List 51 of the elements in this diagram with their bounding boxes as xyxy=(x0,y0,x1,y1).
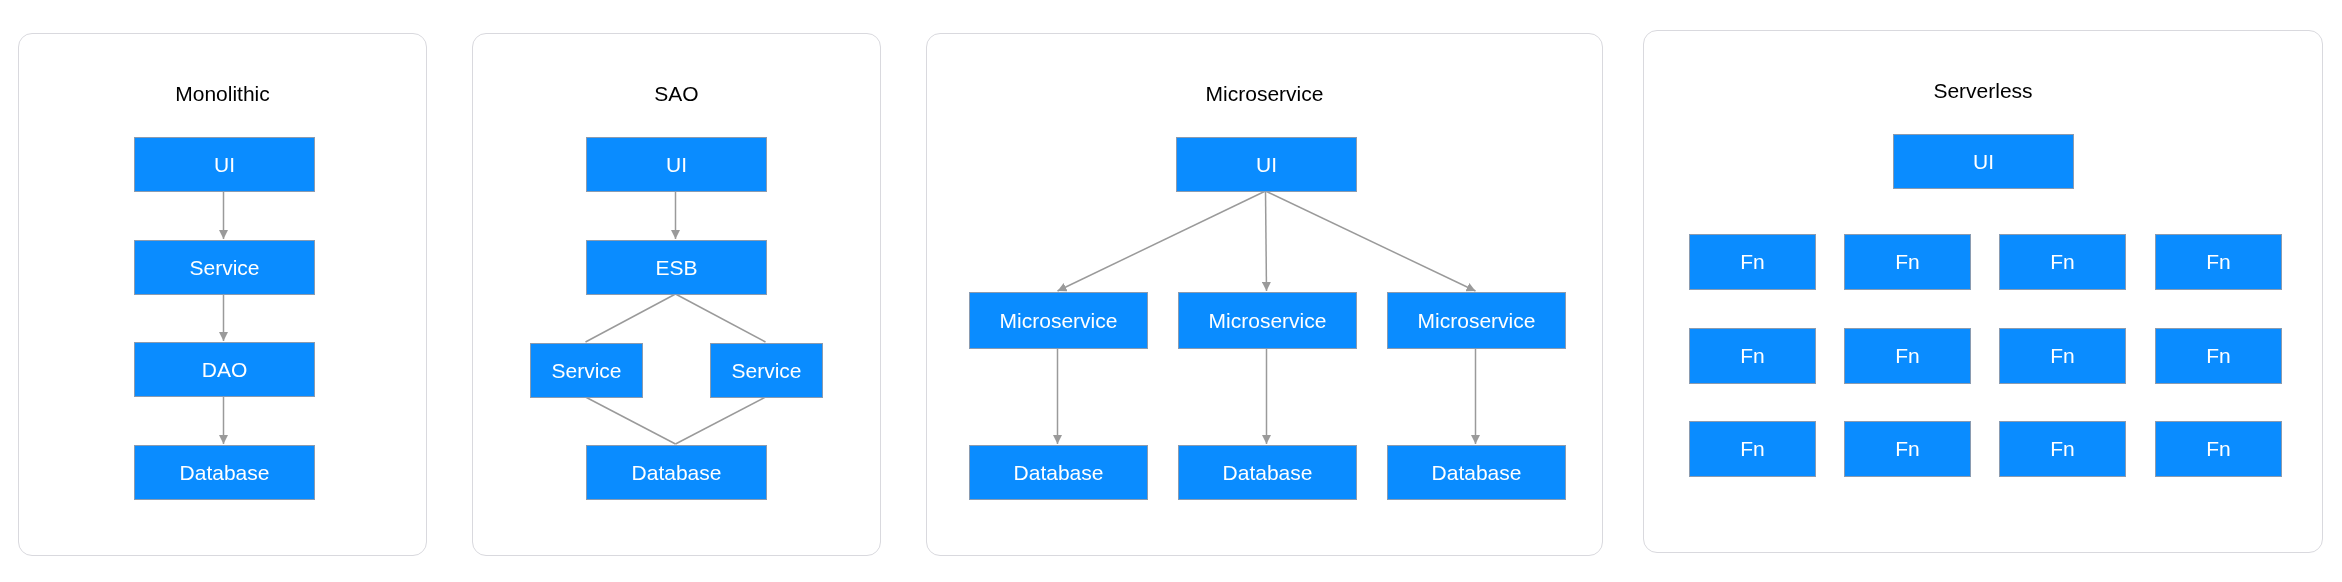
connector-line xyxy=(584,396,677,445)
process-box: UI xyxy=(1893,134,2074,189)
process-box: Fn xyxy=(2155,234,2282,290)
process-box: UI xyxy=(586,137,767,192)
connector-line xyxy=(1262,347,1271,445)
process-box: Fn xyxy=(1999,234,2126,290)
process-box: Fn xyxy=(1689,421,1816,477)
connector-line xyxy=(219,293,228,342)
process-box: Database xyxy=(586,445,767,500)
process-box: Fn xyxy=(2155,421,2282,477)
panel-title: SAO xyxy=(653,81,700,107)
process-box: Fn xyxy=(1999,328,2126,384)
process-box: Microservice xyxy=(1387,292,1566,349)
connector-line xyxy=(674,396,767,445)
process-box: UI xyxy=(1176,137,1357,192)
connector-line xyxy=(1056,190,1267,292)
connector-line xyxy=(1053,347,1062,445)
panel-card xyxy=(1643,30,2323,553)
process-box: Service xyxy=(710,343,823,398)
process-box: Database xyxy=(1387,445,1566,500)
panel-card xyxy=(472,33,881,556)
panel-card xyxy=(926,33,1603,556)
panel-title: Monolithic xyxy=(174,81,271,107)
connector-line xyxy=(219,395,228,445)
process-box: ESB xyxy=(586,240,767,295)
process-box: Fn xyxy=(1844,234,1971,290)
process-box: Fn xyxy=(1689,234,1816,290)
connector-line xyxy=(1471,347,1480,445)
connector-line xyxy=(671,190,680,240)
connector-line xyxy=(1261,190,1271,292)
connector-line xyxy=(674,293,767,343)
process-box: Fn xyxy=(1999,421,2126,477)
process-box: Fn xyxy=(1844,421,1971,477)
connector-line xyxy=(1264,190,1477,292)
process-box: Fn xyxy=(1844,328,1971,384)
process-box: Microservice xyxy=(1178,292,1357,349)
panel-card xyxy=(18,33,427,556)
process-box: Fn xyxy=(2155,328,2282,384)
process-box: Database xyxy=(134,445,315,500)
process-box: Service xyxy=(134,240,315,295)
process-box: Microservice xyxy=(969,292,1148,349)
process-box: Database xyxy=(1178,445,1357,500)
panel-title: Microservice xyxy=(1204,81,1325,107)
connector-line xyxy=(584,293,677,343)
connector-line xyxy=(219,190,228,240)
process-box: Database xyxy=(969,445,1148,500)
panel-title: Serverless xyxy=(1932,78,2034,104)
process-box: DAO xyxy=(134,342,315,397)
process-box: UI xyxy=(134,137,315,192)
process-box: Fn xyxy=(1689,328,1816,384)
process-box: Service xyxy=(530,343,643,398)
